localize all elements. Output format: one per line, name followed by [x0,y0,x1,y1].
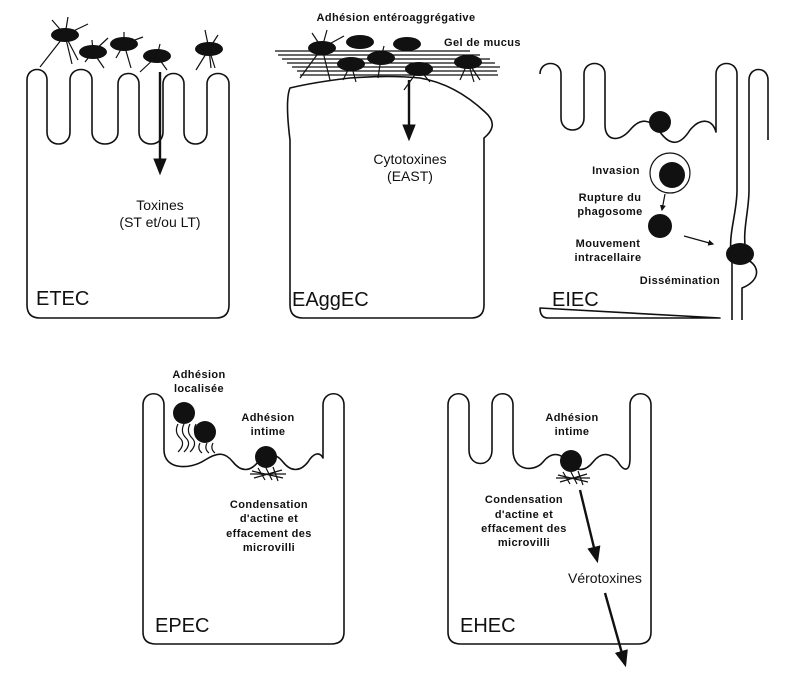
etec-toxin-label-2: (ST et/ou LT) [119,214,200,230]
ehec-verotoxin-arrow-1 [578,489,601,564]
eiec-free-bacterium [648,214,672,238]
ehec-actin-pedestal [556,470,590,486]
epec-intimate-bacterium [255,446,277,468]
ehec-cell-outline [447,392,652,645]
ehec-actin-label-4: microvilli [498,537,550,549]
rupture-label-2: phagosome [577,206,642,218]
eaggec-toxin-label-2: (EAST) [387,168,433,184]
bundle-forming-pili [175,423,216,454]
eiec-title: EIEC [552,289,599,311]
epec-title: EPEC [155,615,209,637]
eaggec-bacteria [299,29,482,91]
ehec-verotoxin-arrow-2 [603,592,628,668]
eaggec-panel: Adhésion entéroaggrégative Gel de mucus … [275,12,521,319]
epec-actin-label-3: effacement des [226,528,312,540]
ehec-actin-label-3: effacement des [481,523,567,535]
epec-actin-label-1: Condensation [230,499,308,511]
invasion-label: Invasion [592,165,640,177]
mucus-label: Gel de mucus [444,37,521,49]
epec-intimate-adhesion-label-2: intime [251,426,286,438]
dissemination-label: Dissémination [640,275,720,287]
etec-panel: Toxines (ST et/ou LT) ETEC [26,16,230,319]
epec-bacterium-1 [173,402,195,424]
epec-bacterium-2 [194,421,216,443]
epec-intimate-adhesion-label-1: Adhésion [241,412,294,424]
phagosome-vacuole [649,152,691,194]
verotoxin-label: Vérotoxines [568,570,642,586]
epec-actin-label-4: microvilli [243,542,295,554]
ehec-actin-label-1: Condensation [485,494,563,506]
epec-panel: Adhésion localisée Adhésion intime Conde… [142,369,345,645]
etec-bacteria [39,16,223,73]
etec-cell-outline [26,68,230,319]
epec-cell-outline [142,392,345,645]
eiec-disseminating-bacterium [726,243,754,265]
ehec-intimate-adhesion-label-1: Adhésion [545,412,598,424]
rupture-arrow [659,193,666,212]
localized-adhesion-label-2: localisée [174,383,224,395]
eiec-panel: Invasion Rupture du phagosome Mouvement … [539,62,769,320]
eaggec-cell-outline [286,75,494,319]
epec-actin-pedestal [250,466,286,482]
etec-title: ETEC [36,288,89,310]
localized-adhesion-label-1: Adhésion [172,369,225,381]
eaggec-title: EAggEC [292,289,369,311]
movement-arrow [683,235,715,246]
eiec-entering-bacterium [649,111,671,133]
movement-label-2: intracellaire [575,252,642,264]
eiec-phagosome-bacterium [659,162,685,188]
ehec-intimate-bacterium [560,450,582,472]
ehec-intimate-adhesion-label-2: intime [555,426,590,438]
ehec-actin-label-2: d'actine et [495,509,553,521]
epec-actin-label-2: d'actine et [240,513,298,525]
rupture-label-1: Rupture du [579,192,642,204]
eiec-cell-outline [539,62,738,320]
eaggec-adhesion-label: Adhésion entéroaggrégative [317,12,476,24]
ehec-panel: Adhésion intime Condensation d'actine et… [447,392,652,668]
movement-label-1: Mouvement [576,238,641,250]
ehec-title: EHEC [460,615,516,637]
etec-toxin-label-1: Toxines [136,197,183,213]
eiec-neighbor-cell [741,68,769,320]
eaggec-toxin-label-1: Cytotoxines [373,151,446,167]
